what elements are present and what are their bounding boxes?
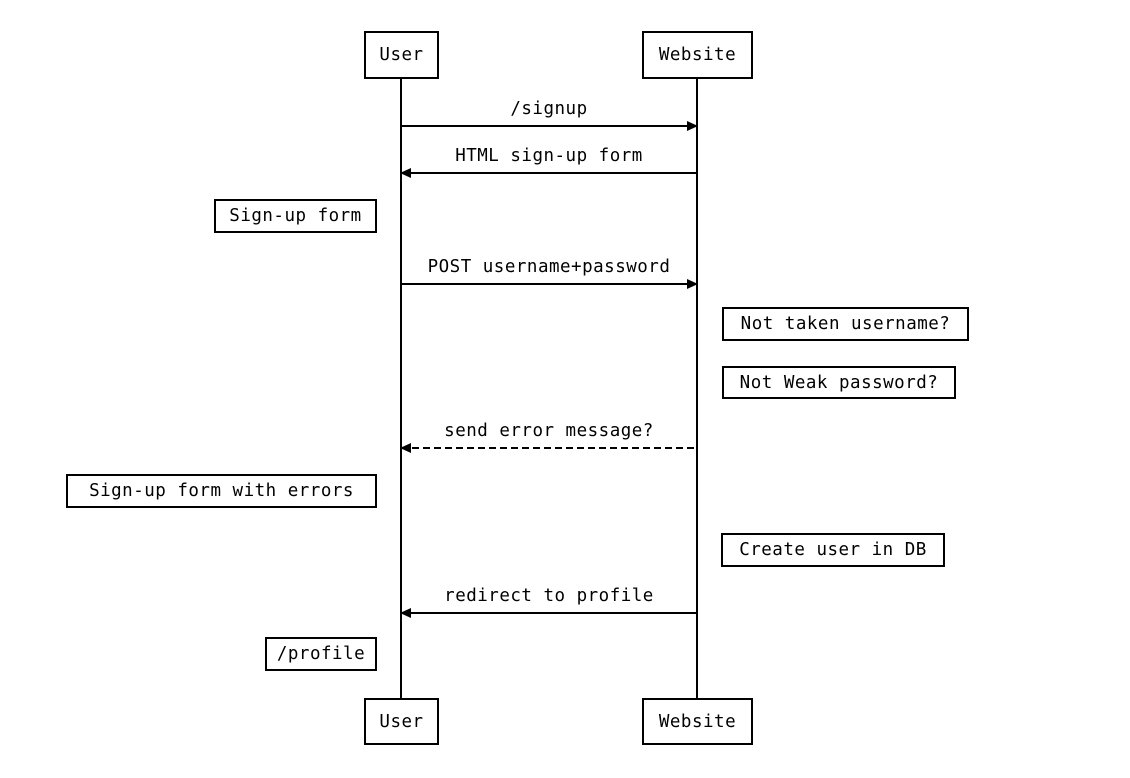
arrowhead-right-icon	[687, 279, 698, 289]
arrowhead-left-icon	[400, 443, 411, 453]
participant-website-bottom: Website	[642, 698, 753, 745]
message-signup-line	[401, 125, 697, 127]
participant-user-bottom: User	[364, 698, 439, 745]
lifeline-website	[696, 79, 698, 698]
note-create-user-in-db: Create user in DB	[721, 533, 945, 567]
message-redirect-profile-line	[401, 612, 697, 614]
message-send-error-label: send error message?	[444, 420, 654, 441]
message-send-error-line	[401, 447, 697, 449]
participant-website-bottom-label: Website	[658, 711, 737, 732]
note-not-taken-username: Not taken username?	[722, 307, 969, 341]
arrowhead-left-icon	[400, 608, 411, 618]
note-not-weak-password-label: Not Weak password?	[739, 372, 939, 393]
message-redirect-profile-label: redirect to profile	[444, 585, 654, 606]
message-html-form-line	[401, 172, 697, 174]
note-profile-label: /profile	[276, 644, 366, 664]
note-profile: /profile	[265, 637, 377, 671]
note-not-weak-password: Not Weak password?	[722, 366, 956, 399]
participant-user-top: User	[364, 31, 439, 79]
participant-website-top: Website	[642, 31, 753, 79]
note-not-taken-username-label: Not taken username?	[740, 314, 951, 334]
message-html-form-label: HTML sign-up form	[455, 145, 643, 166]
message-post-credentials-label: POST username+password	[427, 256, 671, 277]
participant-user-bottom-label: User	[379, 711, 424, 732]
arrowhead-right-icon	[687, 121, 698, 131]
note-signup-form-with-errors-label: Sign-up form with errors	[89, 481, 354, 501]
lifeline-user	[400, 79, 402, 698]
message-signup-label: /signup	[510, 98, 588, 119]
note-signup-form-with-errors: Sign-up form with errors	[66, 474, 377, 508]
note-signup-form: Sign-up form	[214, 199, 377, 233]
note-signup-form-label: Sign-up form	[229, 206, 362, 226]
participant-user-top-label: User	[379, 45, 424, 65]
arrowhead-left-icon	[400, 168, 411, 178]
note-create-user-in-db-label: Create user in DB	[739, 540, 927, 560]
message-post-credentials-line	[401, 283, 697, 285]
participant-website-top-label: Website	[658, 45, 737, 65]
